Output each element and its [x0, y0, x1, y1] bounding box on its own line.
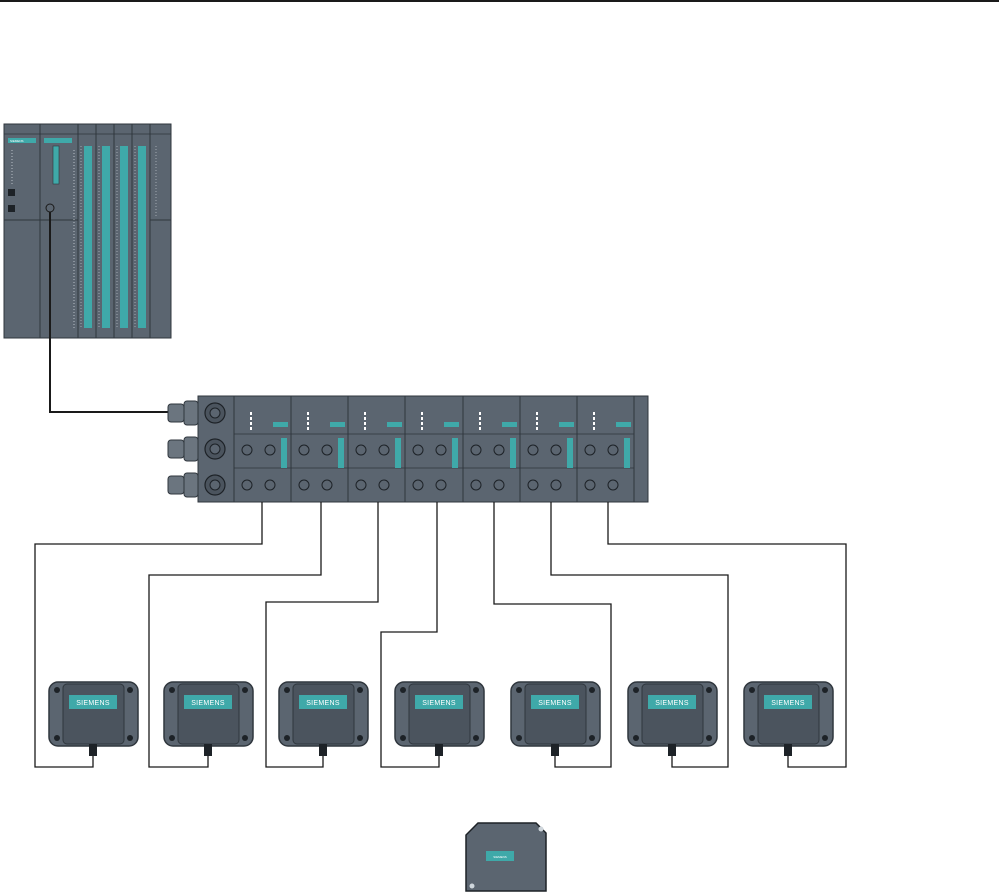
cable-gland-1	[168, 401, 225, 425]
channel-module-3	[348, 396, 405, 502]
module-end-cap	[634, 396, 648, 502]
plc-rack: SIEMENS	[4, 124, 171, 338]
reader-1: SIEMENS	[49, 682, 138, 756]
channel-module-6	[520, 396, 577, 502]
channel-module-5	[463, 396, 520, 502]
cable-gland-3	[168, 473, 225, 497]
reader-3-label: SIEMENS	[306, 700, 340, 707]
reader-1-label: SIEMENS	[76, 700, 110, 707]
reader-6-label: SIEMENS	[655, 700, 689, 707]
channel-module-1	[234, 396, 291, 502]
reader-2-label: SIEMENS	[191, 700, 225, 707]
transponder-tag: SIEMENS	[466, 823, 546, 891]
plc-brand-label: SIEMENS	[10, 139, 24, 143]
reader-4: SIEMENS	[395, 682, 484, 756]
reader-4-label: SIEMENS	[422, 700, 456, 707]
cable-gland-2	[168, 437, 225, 461]
reader-6: SIEMENS	[628, 682, 717, 756]
reader-5-label: SIEMENS	[538, 700, 572, 707]
channel-module-7	[577, 396, 634, 502]
reader-2: SIEMENS	[164, 682, 253, 756]
communication-module	[168, 396, 648, 502]
reader-7-label: SIEMENS	[771, 700, 805, 707]
transponder-label: SIEMENS	[493, 855, 507, 859]
reader-7: SIEMENS	[744, 682, 833, 756]
reader-3: SIEMENS	[279, 682, 368, 756]
channel-module-2	[291, 396, 348, 502]
channel-module-4	[405, 396, 463, 502]
reader-5: SIEMENS	[511, 682, 600, 756]
